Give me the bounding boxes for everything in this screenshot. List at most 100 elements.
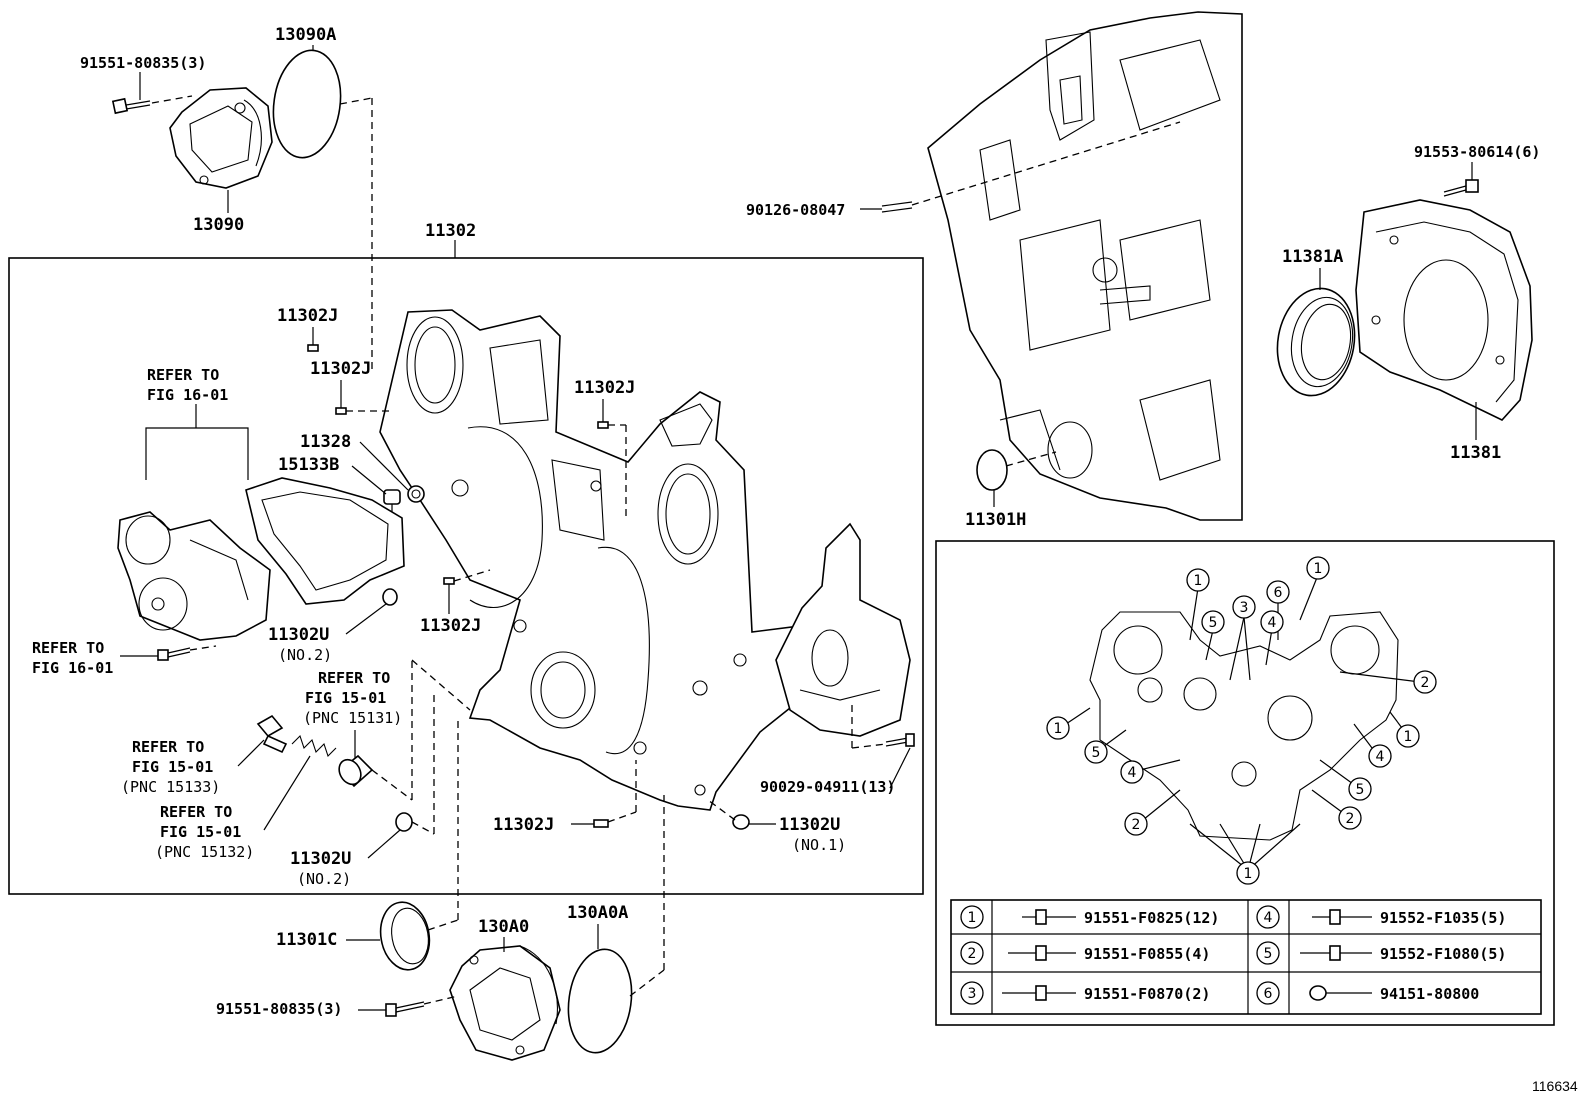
svg-text:4: 4 [1376, 749, 1385, 765]
bush-11302U-no2-a[interactable] [382, 588, 398, 606]
bolt-location-cover-outline [1089, 611, 1399, 841]
oil-seal-11381A[interactable] [1269, 282, 1363, 402]
oring-11301H[interactable] [976, 449, 1008, 491]
part-label-91553-80614[interactable]: 91553-80614(6) [1414, 143, 1540, 161]
bolt-location-symbol-5c: 5 [1348, 777, 1372, 801]
svg-text:5: 5 [1092, 745, 1101, 761]
figure-number: 116634 [1532, 1078, 1578, 1094]
ref-plug-line2: FIG 15-01 [132, 758, 213, 776]
part-label-90126-08047[interactable]: 90126-08047 [746, 201, 845, 219]
legend-row-3: 3 91551-F0870(2) [960, 981, 1210, 1005]
relief-valve[interactable] [335, 754, 374, 789]
part-label-11328[interactable]: 11328 [300, 432, 351, 452]
pin-11302J-c[interactable] [597, 421, 609, 429]
pin-11302J-a[interactable] [307, 344, 319, 352]
bolt-91551-80835-top[interactable] [111, 97, 151, 115]
bolt-location-inset [935, 540, 1555, 1026]
part-label-11301H[interactable]: 11301H [965, 510, 1026, 530]
vvt-cover-13090[interactable] [169, 87, 273, 189]
ref-spring-line3: (PNC 15132) [155, 843, 254, 861]
seal-11301C[interactable] [375, 898, 434, 973]
timing-cover-gasket[interactable] [775, 522, 911, 737]
svg-text:91552-F1035(5): 91552-F1035(5) [1380, 909, 1506, 927]
part-label-11302J-d[interactable]: 11302J [420, 616, 481, 636]
gasket-15133B[interactable] [383, 489, 401, 512]
part-label-91551-80835-top[interactable]: 91551-80835(3) [80, 54, 206, 72]
relief-valve-spring[interactable] [291, 734, 337, 758]
bolt-location-symbol-2b: 2 [1124, 812, 1148, 836]
bolt-91551-80835-bottom[interactable] [385, 1001, 425, 1017]
relief-valve-plug[interactable] [256, 714, 288, 754]
part-label-15133B[interactable]: 15133B [278, 455, 339, 475]
bolt-location-symbol-3: 3 [1232, 595, 1256, 619]
bolt-location-symbol-1c: 1 [1046, 716, 1070, 740]
svg-text:91551-F0825(12): 91551-F0825(12) [1084, 909, 1219, 927]
svg-text:1: 1 [1404, 729, 1413, 745]
part-label-91551-80835-bottom[interactable]: 91551-80835(3) [216, 1000, 342, 1018]
engine-block[interactable] [927, 11, 1243, 521]
stud-90029-04911[interactable] [885, 733, 915, 747]
bolt-location-symbol-5b: 5 [1084, 740, 1108, 764]
bolt-location-symbol-5a: 5 [1201, 610, 1225, 634]
svg-text:2: 2 [968, 946, 977, 962]
svg-text:5: 5 [1356, 782, 1365, 798]
part-label-11381A[interactable]: 11381A [1282, 247, 1343, 267]
part-label-11301C[interactable]: 11301C [276, 930, 337, 950]
bolt-location-symbol-1e: 1 [1236, 861, 1260, 885]
svg-text:1: 1 [1244, 866, 1253, 882]
gasket-13090A[interactable] [267, 46, 347, 162]
svg-text:5: 5 [1209, 615, 1218, 631]
part-label-13090[interactable]: 13090 [193, 215, 244, 235]
svg-text:94151-80800: 94151-80800 [1380, 985, 1479, 1003]
legend-row-6: 6 94151-80800 [1256, 981, 1479, 1005]
pin-11302J-d[interactable] [443, 577, 455, 585]
part-label-90029-04911[interactable]: 90029-04911(13) [760, 778, 895, 796]
svg-text:2: 2 [1346, 811, 1355, 827]
part-note-11302U-no1: (NO.1) [792, 836, 846, 854]
svg-text:6: 6 [1264, 986, 1273, 1002]
part-label-11302J-b[interactable]: 11302J [310, 359, 371, 379]
legend-row-1: 1 91551-F0825(12) [960, 905, 1219, 929]
bolt-legend-table [950, 899, 1542, 1015]
part-label-11302J-c[interactable]: 11302J [574, 378, 635, 398]
part-label-11302[interactable]: 11302 [425, 221, 476, 241]
part-label-11302U-no2-a[interactable]: 11302U [268, 625, 329, 645]
svg-text:3: 3 [1240, 600, 1249, 616]
ref-plug-line3: (PNC 15133) [121, 778, 220, 796]
ref-relief-valve-line1: REFER TO [318, 669, 390, 687]
pin-11302J-e[interactable] [593, 819, 609, 828]
part-label-11302U-no2-b[interactable]: 11302U [290, 849, 351, 869]
plug-11328[interactable] [407, 485, 425, 503]
bush-11302U-no1[interactable] [732, 814, 750, 830]
part-label-13090A[interactable]: 13090A [275, 25, 336, 45]
ref-water-pump-bolt-line1: REFER TO [32, 639, 104, 657]
water-pump-bolt[interactable] [157, 647, 191, 661]
vvt-cover-130A0[interactable] [449, 945, 561, 1061]
svg-text:4: 4 [1264, 910, 1273, 926]
retainer-11381[interactable] [1355, 199, 1533, 421]
gasket-130A0A[interactable] [562, 945, 638, 1057]
part-label-130A0[interactable]: 130A0 [478, 917, 529, 937]
legend-row-5: 5 91552-F1080(5) [1256, 941, 1506, 965]
svg-text:91551-F0855(4): 91551-F0855(4) [1084, 945, 1210, 963]
bolt-location-symbol-4c: 4 [1368, 744, 1392, 768]
bolt-location-symbol-2c: 2 [1338, 806, 1362, 830]
stud-90126-08047[interactable] [881, 201, 913, 213]
svg-text:2: 2 [1132, 817, 1141, 833]
part-label-11302U-no1[interactable]: 11302U [779, 815, 840, 835]
part-label-11381[interactable]: 11381 [1450, 443, 1501, 463]
part-label-11302J-a[interactable]: 11302J [277, 306, 338, 326]
part-label-11302J-e[interactable]: 11302J [493, 815, 554, 835]
ref-spring-line1: REFER TO [160, 803, 232, 821]
svg-text:91551-F0870(2): 91551-F0870(2) [1084, 985, 1210, 1003]
water-pump-gasket[interactable] [245, 477, 405, 605]
part-label-130A0A[interactable]: 130A0A [567, 903, 628, 923]
water-pump[interactable] [117, 511, 271, 641]
pin-11302J-b[interactable] [335, 407, 347, 415]
svg-text:1: 1 [1314, 561, 1323, 577]
bush-11302U-no2-b[interactable] [395, 812, 413, 832]
bolt-location-symbol-1a: 1 [1186, 568, 1210, 592]
bolt-91553-80614[interactable] [1443, 179, 1479, 197]
ref-relief-valve-line2: FIG 15-01 [305, 689, 386, 707]
